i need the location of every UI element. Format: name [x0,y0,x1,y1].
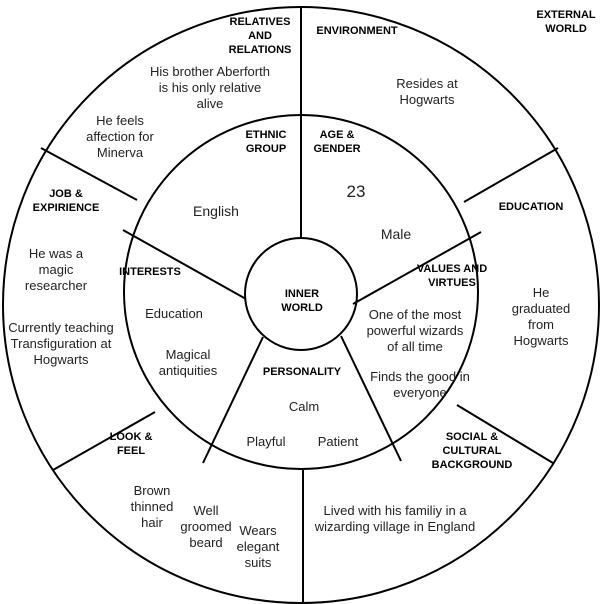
inner-world-label: INNER WORLD [281,288,323,314]
external-world-label: EXTERNAL WORLD [536,9,596,35]
look-feel-label: LOOK & FEEL [109,431,153,457]
divider-mid-bottomright [340,335,402,462]
job-value-2: Currently teaching Transfiguration at Ho… [8,320,114,367]
education-label: EDUCATION [498,201,564,213]
look-value-1: Brown thinned hair [130,483,174,530]
divider-mid-left [122,229,247,300]
interests-value-2: Magical antiquities [158,347,218,378]
personality-value-2: Playful [246,434,286,449]
values-value-1: One of the most powerful wizards of all … [366,307,464,354]
divider-outer-bottomright [456,404,554,464]
social-label: SOCIAL & CULTURAL BACKGROUND [431,431,513,471]
age-value: 23 [346,182,366,201]
relatives-label: RELATIVES AND RELATIONS [228,16,292,56]
values-value-2: Finds the good in everyone [370,369,470,400]
relatives-value-2: He feels affection for Minerva [86,113,154,160]
divider-outer-topright [463,147,559,203]
look-value-2: Well groomed beard [180,503,232,550]
environment-value: Resides at Hogwarts [396,76,458,107]
divider-mid-bottomleft [202,336,264,464]
ethnic-group-value: English [193,203,239,219]
interests-value-1: Education [145,306,203,321]
ethnic-group-label: ETHNIC GROUP [245,129,287,155]
job-value-1: He was a magic researcher [24,246,88,293]
relatives-value-1: His brother Aberforth is his only relati… [150,64,270,111]
job-label: JOB & EXPIRIENCE [32,188,100,214]
values-virtues-label: VALUES AND VIRTUES [416,263,488,289]
age-gender-label: AGE & GENDER [313,129,361,155]
divider-outer-topleft [40,147,138,201]
personality-label: PERSONALITY [262,366,342,378]
look-value-3: Wears elegant suits [236,523,280,570]
gender-value: Male [380,226,412,242]
environment-label: ENVIRONMENT [316,25,398,37]
interests-label: INTERESTS [119,266,181,278]
personality-value-3: Patient [317,434,359,449]
divider-mid-right [352,231,482,305]
personality-value-1: Calm [288,399,320,414]
education-value: He graduated from Hogwarts [511,285,571,348]
social-value: Lived with his familiy in a wizarding vi… [314,503,476,534]
divider-outer-bottomleft [52,411,156,471]
